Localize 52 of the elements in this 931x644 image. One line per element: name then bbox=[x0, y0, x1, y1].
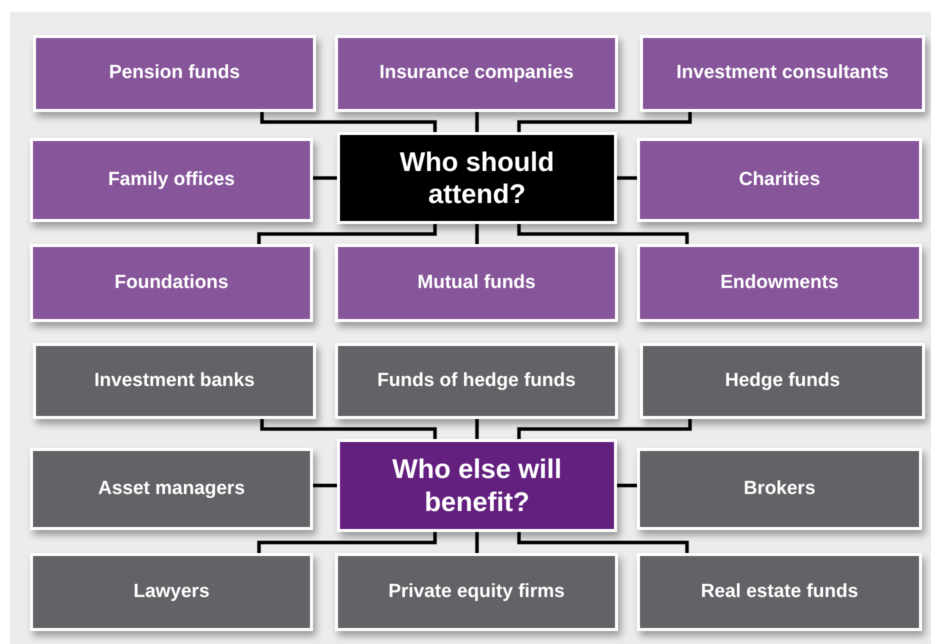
connector-line bbox=[313, 176, 337, 180]
group-box bbox=[640, 343, 925, 419]
node-label: Real estate funds bbox=[700, 580, 858, 604]
group-box bbox=[30, 553, 313, 631]
node-label: Lawyers bbox=[133, 580, 210, 604]
group-box bbox=[33, 35, 316, 112]
connector-line bbox=[475, 532, 479, 553]
node-label: Hedge funds bbox=[724, 370, 840, 392]
group-box bbox=[30, 448, 313, 530]
connector-line bbox=[260, 419, 437, 439]
connector-line bbox=[313, 484, 337, 488]
connector-line bbox=[260, 112, 437, 132]
group-box bbox=[33, 343, 316, 419]
group-box bbox=[335, 35, 618, 112]
node-label: Investment banks bbox=[94, 370, 255, 392]
node-label: Foundations bbox=[114, 272, 228, 294]
node-label: Investment consultants bbox=[676, 62, 889, 85]
group-box bbox=[335, 343, 618, 419]
connector-line bbox=[257, 532, 437, 553]
node-label: Mutual funds bbox=[417, 272, 536, 294]
heading-box bbox=[337, 132, 617, 224]
group-box bbox=[30, 138, 313, 222]
node-label: Family offices bbox=[108, 168, 235, 192]
group-box bbox=[637, 138, 922, 222]
connector-line bbox=[475, 112, 479, 132]
node-label: Private equity firms bbox=[388, 580, 565, 604]
group-box bbox=[640, 35, 925, 112]
node-label: Insurance companies bbox=[379, 62, 574, 85]
group-box bbox=[637, 244, 922, 322]
connector-line bbox=[257, 224, 437, 244]
node-label: Funds of hedge funds bbox=[377, 370, 576, 392]
heading-box bbox=[337, 439, 617, 532]
group-box bbox=[637, 448, 922, 530]
node-label: Who else will benefit? bbox=[391, 453, 563, 518]
node-label: Asset managers bbox=[98, 478, 245, 500]
connector-line bbox=[517, 532, 689, 553]
node-label: Who should attend? bbox=[398, 146, 556, 210]
group-box bbox=[335, 553, 618, 631]
connector-line bbox=[617, 484, 637, 488]
group-box bbox=[637, 553, 922, 631]
node-label: Charities bbox=[738, 168, 820, 192]
connector-line bbox=[475, 419, 479, 439]
node-label: Brokers bbox=[744, 478, 816, 500]
node-label: Endowments bbox=[720, 272, 839, 294]
connector-line bbox=[617, 176, 637, 180]
connector-line bbox=[475, 224, 479, 244]
connector-line bbox=[517, 224, 689, 244]
connector-line bbox=[517, 112, 692, 132]
node-label: Pension funds bbox=[109, 62, 240, 85]
group-box bbox=[30, 244, 313, 322]
group-box bbox=[335, 244, 618, 322]
connector-line bbox=[517, 419, 692, 439]
